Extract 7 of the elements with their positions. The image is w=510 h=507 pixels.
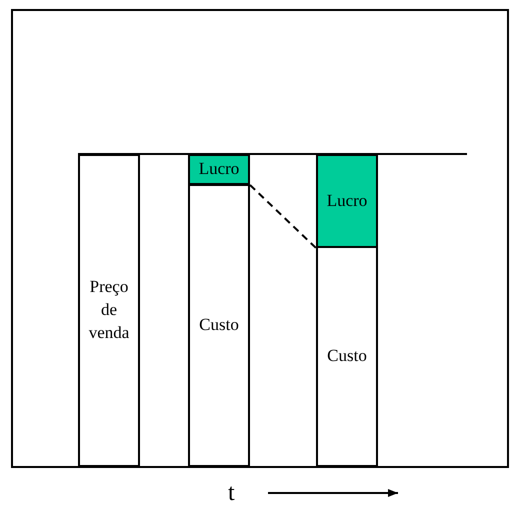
profit-box: Lucro: [316, 154, 378, 248]
cost-box: Custo: [316, 246, 378, 467]
price-bar: Preço de venda: [78, 154, 140, 467]
cost-box: Custo: [188, 184, 250, 467]
dashed-line: [249, 184, 317, 249]
profit-box: Lucro: [188, 154, 250, 185]
time-label: t: [228, 479, 235, 507]
